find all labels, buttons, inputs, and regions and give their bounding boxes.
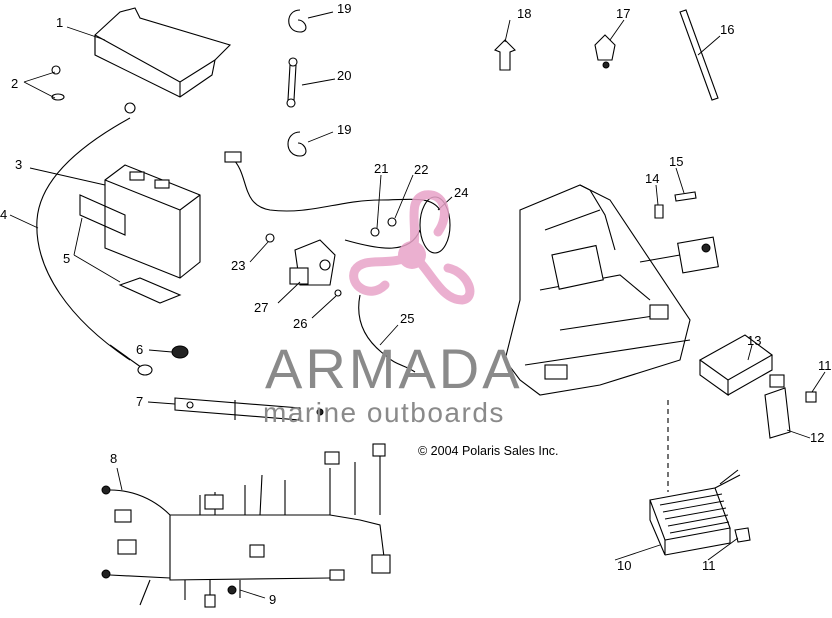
part-1-battery-pad: [94, 7, 232, 98]
part-cable-harness-top: [224, 151, 441, 212]
callout-21: 21: [374, 161, 388, 176]
part-3-battery: [79, 164, 201, 279]
part-6-boot: [171, 345, 189, 359]
part-21-nut: [370, 227, 380, 237]
callout-11-bottom: 11: [702, 558, 716, 573]
part-14-bolt: [654, 204, 664, 219]
callout-22: 22: [414, 162, 428, 177]
callout-3: 3: [15, 157, 22, 172]
callout-26: 26: [293, 316, 307, 331]
part-connector-block: [639, 236, 719, 274]
part-8-wiring-harness: [101, 443, 391, 608]
callout-20: 20: [337, 68, 351, 83]
callout-18: 18: [517, 6, 531, 21]
callout-24: 24: [454, 185, 468, 200]
callout-2: 2: [11, 76, 18, 91]
callout-6: 6: [136, 342, 143, 357]
callout-27: 27: [254, 300, 268, 315]
part-25-wire: [358, 294, 416, 373]
part-19-clip-top: [288, 9, 307, 33]
part-11-bolt-bottom: [734, 527, 751, 543]
part-22-washer: [387, 217, 397, 227]
callout-25: 25: [400, 311, 414, 326]
part-15-bolt: [674, 191, 697, 202]
callout-4: 4: [0, 207, 7, 222]
part-24-fuse-holder: [344, 196, 451, 254]
callout-12: 12: [810, 430, 824, 445]
part-26-screw: [334, 289, 342, 297]
leader-lines: [9, 11, 826, 599]
part-20-tie: [286, 57, 298, 108]
watermark-logo: [349, 190, 475, 305]
callout-10: 10: [617, 558, 631, 573]
callout-13: 13: [747, 333, 761, 348]
part-7-bracket: [174, 397, 324, 421]
callout-14: 14: [645, 171, 659, 186]
callout-16: 16: [720, 22, 734, 37]
part-10-rectifier: [649, 469, 741, 556]
part-23-nut: [265, 233, 275, 243]
watermark-brand: ARMADA: [265, 337, 523, 400]
callout-8: 8: [110, 451, 117, 466]
callout-19-top: 19: [337, 1, 351, 16]
callout-1: 1: [56, 15, 63, 30]
part-27-solenoid: [289, 239, 336, 286]
callout-7: 7: [136, 394, 143, 409]
callout-5: 5: [63, 251, 70, 266]
callout-15: 15: [669, 154, 683, 169]
part-4-cable: [36, 102, 153, 376]
frame-plate: [504, 184, 691, 396]
part-12-bracket: [764, 374, 791, 439]
callout-17: 17: [616, 6, 630, 21]
callout-11-top: 11: [818, 358, 832, 373]
part-13-cdi: [698, 334, 774, 397]
watermark-tagline: marine outboards: [263, 397, 505, 428]
part-18-fastener: [494, 39, 516, 71]
callout-19-bottom: 19: [337, 122, 351, 137]
part-17-connector: [594, 34, 616, 69]
part-2-screws: [51, 65, 65, 101]
callout-23: 23: [231, 258, 245, 273]
part-11-bolt-top: [805, 391, 817, 403]
part-5-strap: [118, 277, 182, 304]
part-19-clip-bottom: [287, 131, 307, 157]
part-16-rod: [679, 9, 719, 101]
callout-9: 9: [269, 592, 276, 607]
copyright-notice: © 2004 Polaris Sales Inc.: [418, 444, 559, 458]
